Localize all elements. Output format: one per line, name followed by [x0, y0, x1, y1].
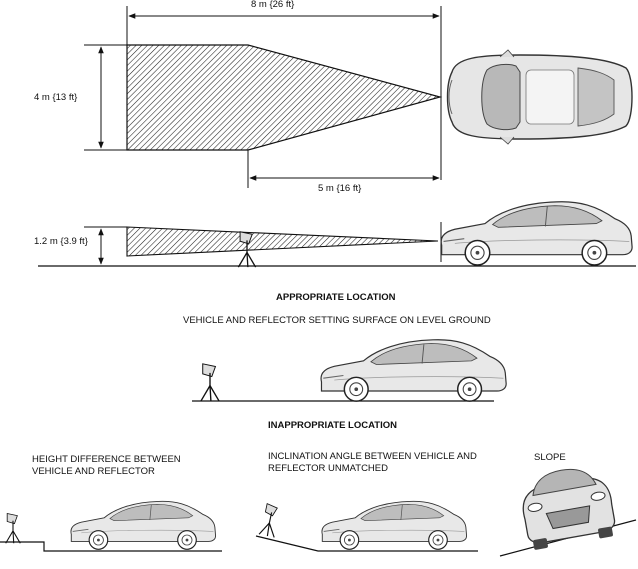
zone-width-label: 4 m {13 ft} [34, 92, 78, 103]
side-view [38, 201, 636, 268]
detection-zone-side [126, 226, 439, 257]
car-flat [321, 500, 468, 550]
reflector-tripod-raised [5, 512, 21, 544]
reflector-tripod [200, 363, 220, 402]
inclined-ground-line [255, 535, 478, 552]
total-length-label: 8 m {26 ft} [251, 0, 295, 10]
car-front-view [522, 468, 616, 550]
car-lower-level [70, 500, 217, 550]
top-view [84, 6, 633, 188]
detection-zone-top [126, 44, 443, 151]
taper-length-label: 5 m {16 ft} [318, 183, 362, 194]
car-level [320, 338, 507, 402]
case-height-difference-illustration [0, 500, 222, 552]
case-height-difference-label: HEIGHT DIFFERENCE BETWEEN VEHICLE AND RE… [32, 454, 181, 477]
reflector-tripod-tilted [258, 502, 282, 539]
appropriate-location-heading: APPROPRIATE LOCATION [276, 292, 396, 303]
appropriate-location-caption: VEHICLE AND REFLECTOR SETTING SURFACE ON… [183, 315, 491, 326]
inappropriate-location-heading: INAPPROPRIATE LOCATION [268, 420, 397, 431]
height-label: 1.2 m {3.9 ft} [34, 236, 88, 247]
step-ground-line [0, 541, 222, 552]
car-side-view [440, 201, 633, 266]
case-inclination-illustration [255, 500, 478, 552]
car-top-view [446, 49, 633, 145]
case-slope-label: SLOPE [534, 452, 566, 463]
case-slope-illustration [499, 468, 637, 557]
case-inclination-label: INCLINATION ANGLE BETWEEN VEHICLE AND RE… [268, 451, 477, 474]
appropriate-location-illustration [192, 338, 507, 402]
